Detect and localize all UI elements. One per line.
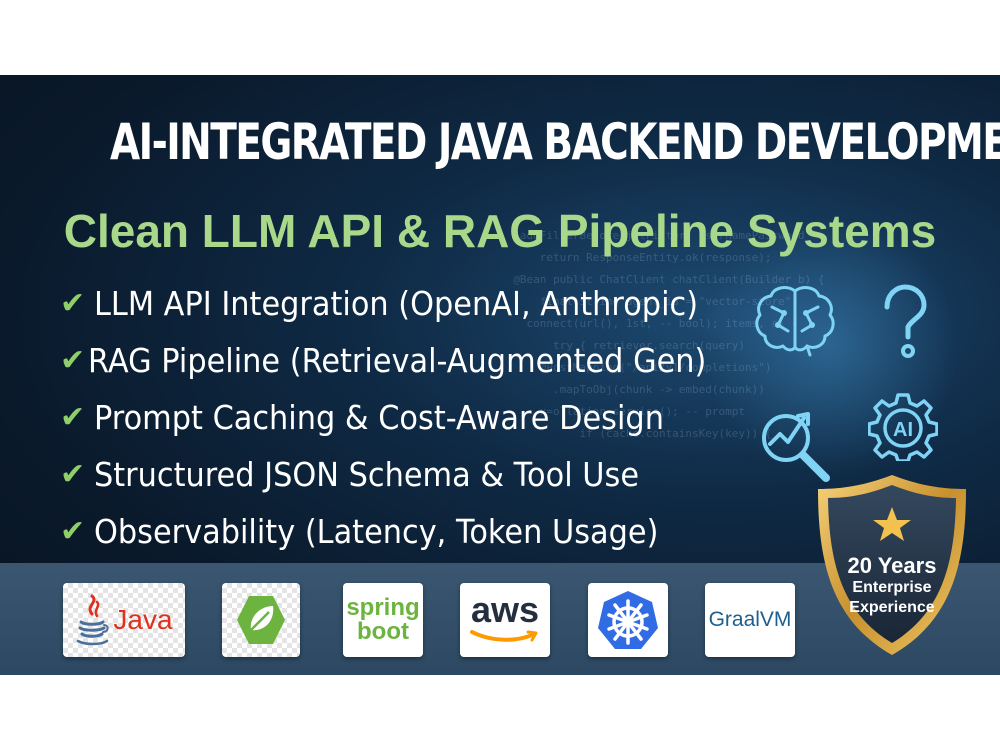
feature-list: ✔ LLM API Integration (OpenAI, Anthropic… xyxy=(60,275,760,560)
promo-banner: .addFilterBefore(jwtFilter, UsernamePass… xyxy=(0,75,1000,675)
star-icon xyxy=(873,507,911,541)
spring-leaf-icon xyxy=(237,596,285,644)
feature-text: Prompt Caching & Cost-Aware Design xyxy=(94,398,664,437)
checkmark-icon: ✔ xyxy=(60,457,86,492)
brain-icon xyxy=(752,283,838,362)
feature-text: Observability (Latency, Token Usage) xyxy=(94,512,659,551)
spring-boot-label-line1: spring xyxy=(346,594,420,621)
graalvm-logo: GraalVM xyxy=(705,583,795,657)
graalvm-label: GraalVM xyxy=(708,608,792,631)
spring-logo xyxy=(222,583,300,657)
checkmark-icon: ✔ xyxy=(60,343,86,378)
feature-text: RAG Pipeline (Retrieval-Augmented Gen) xyxy=(87,341,707,380)
java-logo: Java xyxy=(63,583,185,657)
checkmark-icon: ✔ xyxy=(60,400,86,435)
background-code-texture: .addFilterBefore(jwtFilter, UsernamePass… xyxy=(513,229,825,440)
page-subtitle: Clean LLM API & RAG Pipeline Systems xyxy=(63,205,937,257)
experience-badge: 20 Years Enterprise Experience xyxy=(812,471,972,659)
analytics-magnifier-icon xyxy=(752,400,838,491)
aws-logo: aws xyxy=(460,583,550,657)
feature-item: ✔ LLM API Integration (OpenAI, Anthropic… xyxy=(60,275,760,332)
page-title: AI-INTEGRATED JAVA BACKEND DEVELOPMENT xyxy=(110,113,1000,171)
java-label: Java xyxy=(113,604,173,635)
ai-gear-icon: AI xyxy=(867,391,939,466)
kubernetes-logo xyxy=(588,583,668,657)
badge-line-3: Experience xyxy=(849,599,935,616)
feature-item: ✔ Structured JSON Schema & Tool Use xyxy=(60,446,760,503)
aws-label: aws xyxy=(470,588,540,630)
java-cup-icon xyxy=(77,594,110,646)
badge-line-2: Enterprise xyxy=(852,579,932,596)
kubernetes-helm-icon xyxy=(598,591,658,649)
feature-item: ✔ Prompt Caching & Cost-Aware Design xyxy=(60,389,760,446)
ai-gear-label: AI xyxy=(893,419,913,441)
badge-line-1: 20 Years xyxy=(847,553,937,578)
aws-smile-icon xyxy=(470,629,538,642)
checkmark-icon: ✔ xyxy=(60,514,86,549)
question-mark-icon xyxy=(872,283,934,363)
feature-item: ✔ Observability (Latency, Token Usage) xyxy=(60,503,760,560)
spring-boot-label-line2: boot xyxy=(357,618,409,645)
spring-boot-logo: spring boot xyxy=(343,583,423,657)
checkmark-icon: ✔ xyxy=(60,286,86,321)
feature-item: ✔ RAG Pipeline (Retrieval-Augmented Gen) xyxy=(60,332,760,389)
feature-text: Structured JSON Schema & Tool Use xyxy=(94,455,640,494)
feature-text: LLM API Integration (OpenAI, Anthropic) xyxy=(94,284,699,323)
background-glow xyxy=(700,215,960,475)
